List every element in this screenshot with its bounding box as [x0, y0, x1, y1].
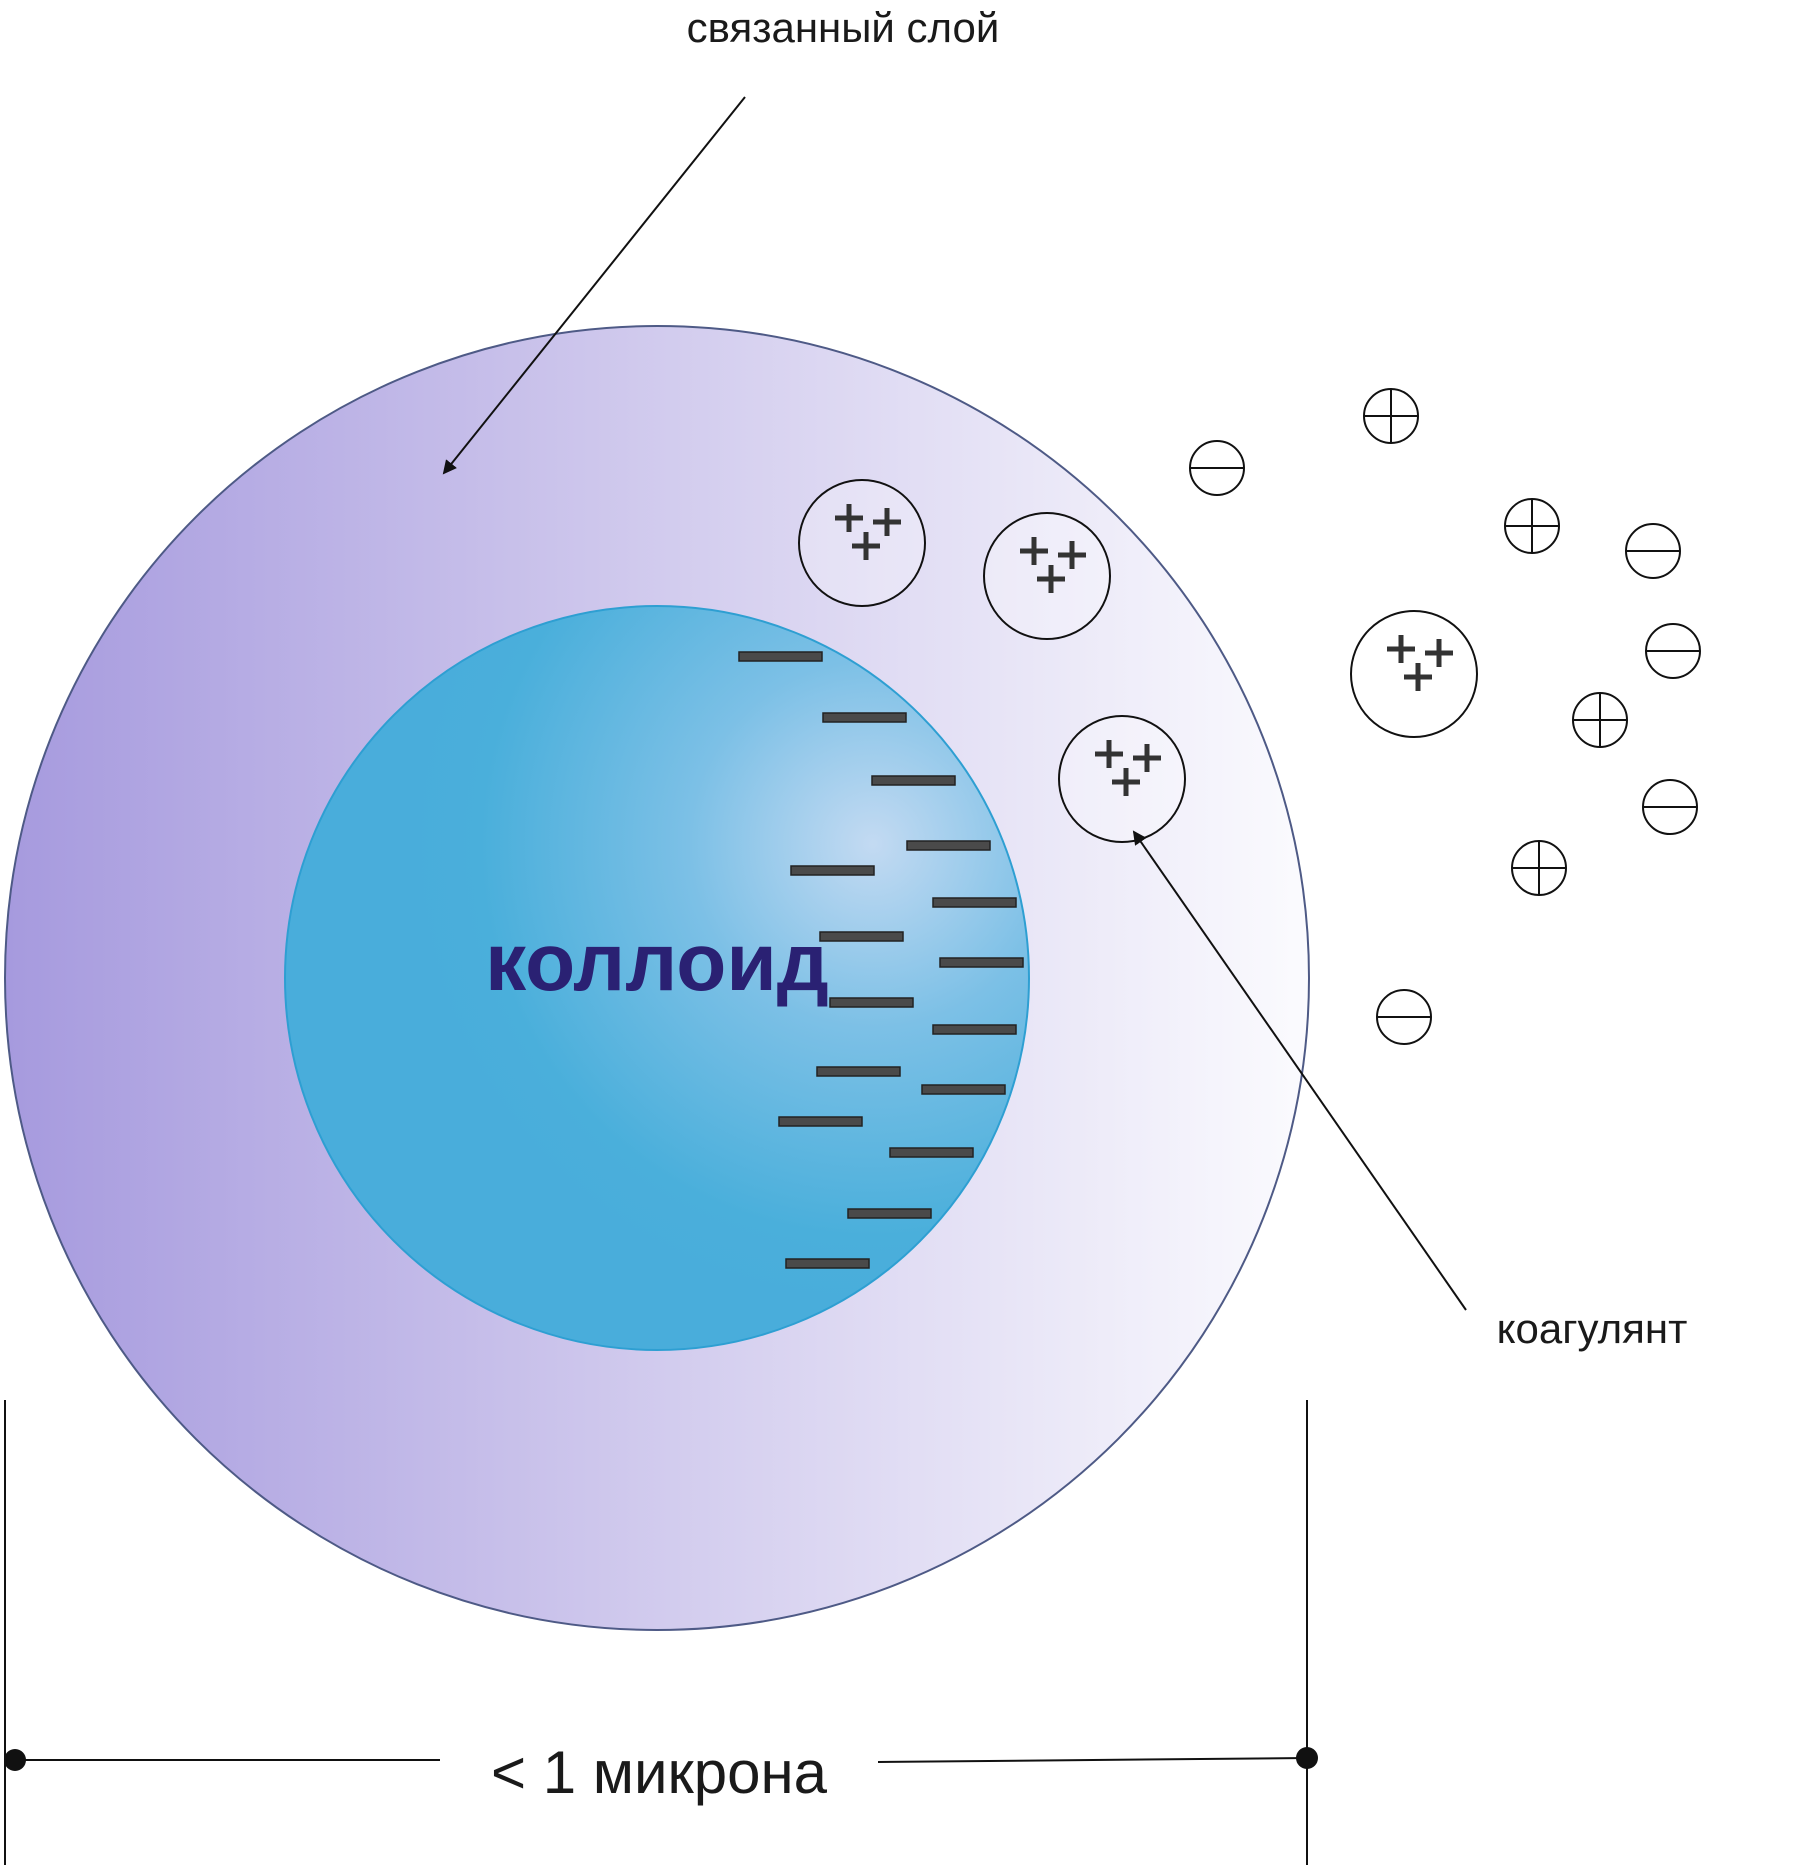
surface-charges	[738, 651, 1024, 1269]
charge-bar	[847, 1208, 932, 1219]
dimension-endpoint-left	[4, 1749, 26, 1771]
triple-plus-circle-icon	[1350, 610, 1478, 738]
circled-plus-icon	[1504, 498, 1560, 554]
free-ions	[1189, 388, 1701, 1045]
size-label: < 1 микрона	[491, 1739, 828, 1806]
circled-plus-icon	[1511, 840, 1567, 896]
bound-layer-label: связанный слой	[687, 4, 1000, 51]
circled-minus-icon	[1189, 440, 1245, 496]
charge-bar	[889, 1147, 974, 1158]
circled-minus-icon	[1642, 779, 1698, 835]
charge-bar	[932, 897, 1017, 908]
circled-plus-icon	[1572, 692, 1628, 748]
colloid-core-circle	[284, 605, 1030, 1351]
coagulant-label: коагулянт	[1497, 1305, 1688, 1352]
charge-bar	[778, 1116, 863, 1127]
charge-bar	[785, 1258, 870, 1269]
charge-bar	[822, 712, 907, 723]
triple-plus-circle-icon	[1058, 715, 1186, 843]
circled-minus-icon	[1625, 523, 1681, 579]
charge-bar	[932, 1024, 1017, 1035]
dimension-endpoint-right	[1296, 1747, 1318, 1769]
charge-bar	[921, 1084, 1006, 1095]
charge-bar	[939, 957, 1024, 968]
triple-plus-circle-icon	[798, 479, 926, 607]
charge-bar	[829, 997, 914, 1008]
charge-bar	[790, 865, 875, 876]
circled-minus-icon	[1376, 989, 1432, 1045]
charge-bar	[819, 931, 904, 942]
bound-layer-pointer	[442, 96, 746, 475]
circled-plus-icon	[1363, 388, 1419, 444]
charge-bar	[871, 775, 956, 786]
dimension-line-right	[877, 1757, 1308, 1763]
charge-bar	[738, 651, 823, 662]
charge-bar	[906, 840, 991, 851]
circled-minus-icon	[1645, 623, 1701, 679]
colloid-label: коллоид	[485, 917, 829, 1008]
coagulant-pointer	[1132, 830, 1467, 1311]
coagulant-particles	[798, 479, 1478, 843]
triple-plus-circle-icon	[983, 512, 1111, 640]
charge-bar	[816, 1066, 901, 1077]
